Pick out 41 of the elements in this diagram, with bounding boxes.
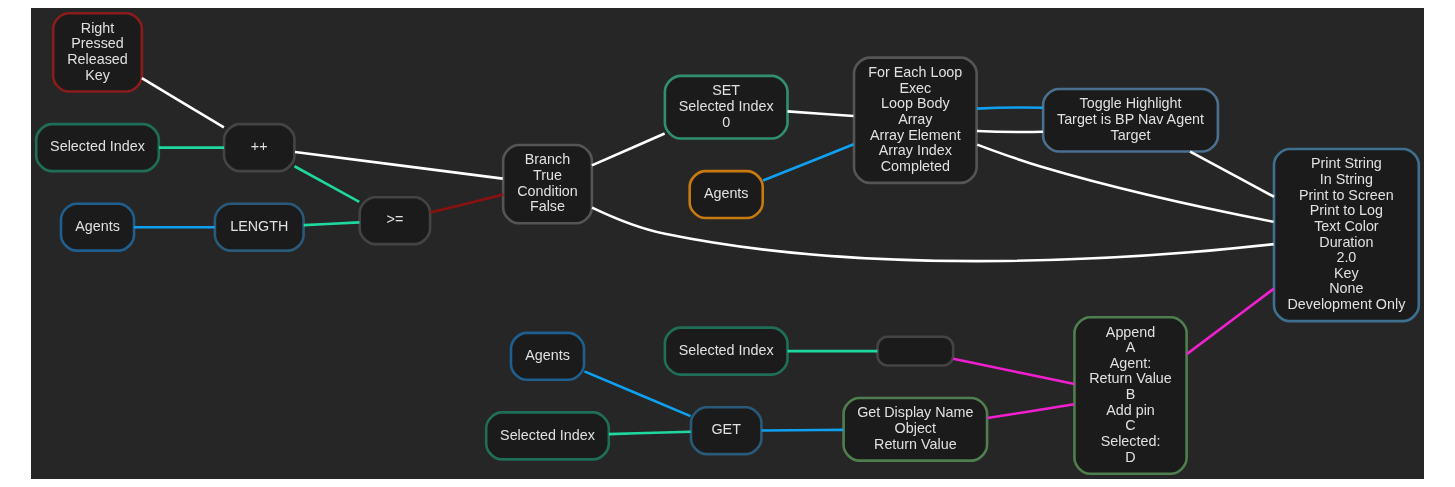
- connector: [976, 143, 1274, 224]
- connector: [761, 428, 844, 432]
- node-box: Agents: [688, 169, 765, 220]
- node-box: Branch True Condition False: [501, 143, 594, 225]
- node-box: Agents: [509, 331, 586, 382]
- connector: [787, 349, 878, 353]
- connector: [1189, 150, 1275, 198]
- connector: [1185, 287, 1275, 356]
- connector: [429, 193, 504, 214]
- connector: [762, 143, 855, 182]
- node-box: Get Display Name Object Return Value: [842, 396, 989, 462]
- connector: [293, 165, 360, 203]
- connector: [787, 110, 854, 118]
- connector: [987, 402, 1075, 420]
- connector: [294, 150, 503, 180]
- connector: [976, 106, 1043, 110]
- connector: [591, 206, 1274, 263]
- node-box: ++: [222, 122, 296, 173]
- connector: [591, 132, 666, 167]
- node-box: Selected Index: [484, 411, 611, 461]
- connector: [134, 225, 215, 229]
- node-box: Print String In String Print to Screen Print to Log Text Color Duration 2.0 Key None Development Only: [1272, 147, 1421, 323]
- connector: [303, 221, 360, 227]
- node-box: Agents: [59, 202, 136, 252]
- connector: [141, 77, 225, 129]
- node-box: Selected Index: [34, 122, 161, 173]
- connector: [583, 370, 691, 418]
- node-box: SET Selected Index 0: [663, 74, 789, 140]
- node-box: For Each Loop Exec Loop Body Array Array Element Array Index Completed: [852, 56, 978, 185]
- connector: [976, 129, 1043, 134]
- node-box: LENGTH: [213, 202, 305, 252]
- connector: [952, 357, 1075, 386]
- node-box: >=: [358, 195, 432, 246]
- node-box: Selected Index: [663, 326, 789, 376]
- node-box: Toggle Highlight Target is BP Nav Agent Target: [1041, 87, 1220, 153]
- node-box: GET: [689, 405, 763, 456]
- node-box: Append A Agent: Return Value B Add pin C Selected: D: [1073, 315, 1188, 475]
- node-box: Right Pressed Released Key: [51, 12, 144, 93]
- connector: [159, 146, 224, 149]
- node-box: [876, 335, 955, 367]
- connector: [608, 430, 691, 436]
